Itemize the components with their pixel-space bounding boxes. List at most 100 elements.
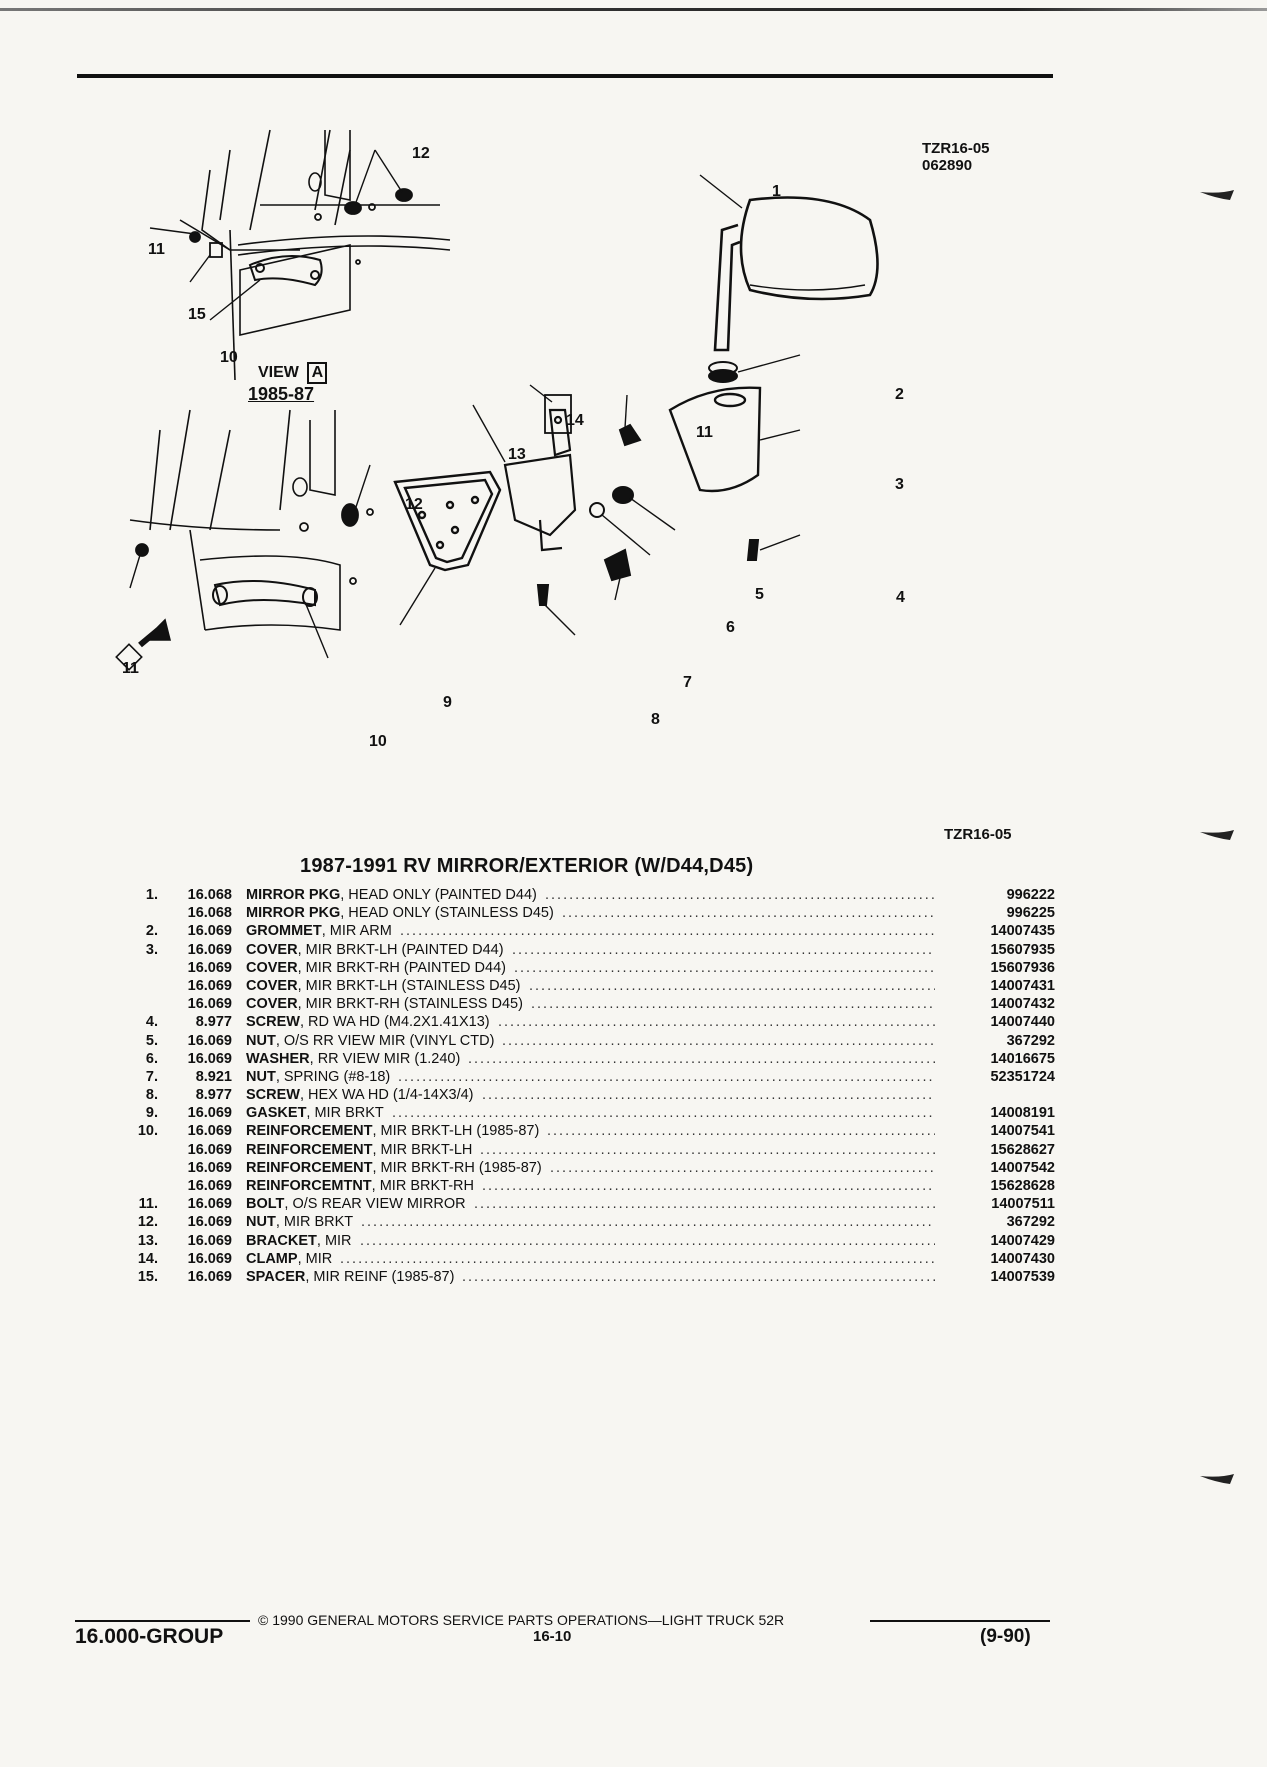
part-group: 16.069 [187, 1196, 232, 1213]
part-number: 14016675 [990, 1050, 1055, 1067]
part-index: 8. [145, 1087, 158, 1104]
callout-11-lower: 11 [122, 660, 139, 677]
part-group: 8.921 [195, 1068, 232, 1085]
part-name: NUT [246, 1214, 276, 1231]
dot-leader: ........................................… [502, 1032, 935, 1049]
part-number: 14007429 [990, 1232, 1055, 1249]
bracket-cover [668, 386, 762, 493]
part-name: MIRROR PKG [246, 905, 341, 922]
figure-code: TZR16-05 [922, 140, 990, 157]
part-name: REINFORCEMTNT [246, 1178, 372, 1194]
callout-10-upper: 10 [220, 349, 238, 366]
callout-2: 2 [895, 386, 904, 403]
dot-leader: ........................................… [512, 941, 935, 958]
dot-leader: ........................................… [462, 1268, 935, 1285]
part-index: 10. [137, 1123, 158, 1140]
part-group: 16.069 [187, 1159, 232, 1176]
dot-leader: ........................................… [514, 959, 935, 976]
part-name: BOLT [246, 1196, 285, 1213]
part-name: COVER [246, 959, 298, 976]
view-letter-box: A [307, 362, 328, 384]
part-group: 16.069 [187, 1141, 232, 1158]
table-reference: TZR16-05 [944, 826, 1012, 843]
part-name: WASHER [246, 1050, 310, 1067]
part-description: COVER, MIR BRKT-LH (STAINLESS D45) [246, 978, 521, 994]
part-name: SCREW [246, 1087, 300, 1104]
footer-rule-right [870, 1620, 1050, 1622]
part-group: 16.069 [187, 977, 232, 994]
header-rule [77, 74, 1053, 78]
small-parts [536, 423, 760, 606]
part-name: NUT [246, 1068, 276, 1085]
part-name: GROMMET [246, 923, 322, 940]
part-group: 16.069 [187, 1232, 232, 1249]
part-number: 14007431 [990, 977, 1055, 994]
upper-reinforcement [248, 255, 323, 287]
part-detail: , MIR ARM [321, 923, 392, 940]
dot-leader: ........................................… [531, 996, 935, 1013]
upper-fasteners [189, 188, 413, 265]
part-group: 16.069 [187, 1105, 232, 1122]
part-group: 16.069 [187, 1178, 232, 1194]
dot-leader: ........................................… [482, 1178, 935, 1194]
part-name: COVER [246, 941, 298, 958]
callout-5: 5 [755, 586, 764, 603]
part-number: 15607936 [990, 959, 1055, 976]
part-group: 8.977 [195, 1087, 232, 1104]
part-detail: , MIR [297, 1250, 333, 1267]
part-name: CLAMP [246, 1250, 298, 1267]
part-row: 16.069 COVER, MIR BRKT-LH (STAINLESS D45)… [120, 978, 1055, 996]
part-index: 15. [137, 1268, 158, 1285]
part-group: 16.069 [187, 1214, 232, 1231]
dot-leader: ........................................… [562, 905, 935, 922]
part-group: 16.068 [187, 887, 232, 903]
part-detail: , O/S REAR VIEW MIRROR [284, 1196, 466, 1213]
gasket [393, 470, 502, 572]
dot-leader: ........................................… [361, 1214, 935, 1231]
figure-reference: TZR16-05 062890 [922, 140, 990, 174]
callout-14: 14 [566, 412, 584, 429]
part-detail: , HEAD ONLY (PAINTED D44) [340, 887, 537, 903]
callout-11-mid: 11 [696, 424, 713, 441]
callout-7: 7 [683, 674, 692, 691]
leader-lines [129, 149, 801, 659]
lower-reinforcement [212, 580, 318, 607]
view-years: 1985-87 [248, 384, 315, 404]
dot-leader: ........................................… [547, 1123, 935, 1140]
part-group: 8.977 [195, 1014, 232, 1031]
exploded-diagram [115, 129, 879, 671]
part-group: 16.069 [187, 1250, 232, 1267]
part-description: COVER, MIR BRKT-RH (PAINTED D44) [246, 960, 506, 976]
part-detail: , MIR REINF (1985-87) [305, 1268, 455, 1285]
callout-15: 15 [188, 306, 206, 323]
view-arrow [115, 618, 172, 671]
part-index: 14. [137, 1250, 158, 1267]
part-detail: , HEX WA HD (1/4-14X3/4) [299, 1087, 474, 1104]
part-name: REINFORCEMENT [246, 1141, 373, 1158]
part-number: 15607935 [990, 941, 1055, 958]
callout-13: 13 [508, 446, 526, 463]
part-name: COVER [246, 996, 298, 1013]
scan-edge [0, 8, 1267, 11]
callout-6: 6 [726, 619, 735, 636]
part-detail: , O/S RR VIEW MIR (VINYL CTD) [275, 1032, 495, 1049]
dot-leader: ........................................… [398, 1068, 935, 1085]
part-index: 6. [145, 1050, 158, 1067]
part-name: GASKET [246, 1105, 307, 1122]
view-label-text: VIEW [258, 364, 299, 381]
part-number: 14007542 [990, 1159, 1055, 1176]
part-number: 14007435 [990, 923, 1055, 940]
